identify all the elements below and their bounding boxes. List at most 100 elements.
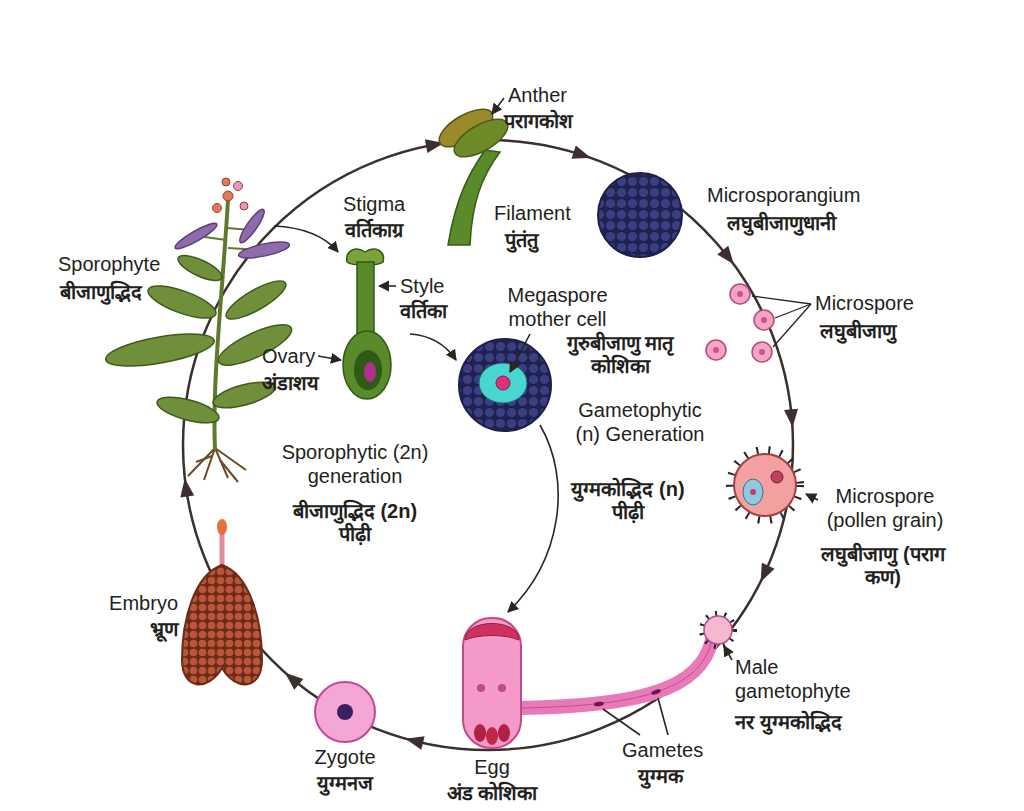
- part-label: नर युग्मकोद्भिद: [735, 711, 842, 734]
- part-label: बीजाणुद्भिद: [60, 281, 142, 304]
- text-slot: बीजाणुद्भिद (2n) पीढ़ी: [280, 500, 430, 546]
- label-slot: Embryo: [103, 591, 178, 615]
- egg-apparatus-cell: [498, 724, 510, 742]
- part-label: युग्मनज: [295, 772, 395, 795]
- plant-leaves: [104, 251, 297, 428]
- microspore-cell: [752, 342, 772, 362]
- leaf: [222, 274, 291, 325]
- cycle-arrowhead: [784, 409, 800, 428]
- part-label: Male gametophyte: [735, 655, 867, 703]
- label-slot: वर्तिकाग्र: [345, 219, 403, 242]
- style-shape: [357, 262, 374, 334]
- cycle-arrow: [410, 334, 456, 360]
- part-label: Anther: [508, 83, 567, 107]
- part-label: पुंतंतु: [505, 229, 538, 252]
- label-slot: पुंतंतु: [505, 229, 538, 252]
- seed-pod: [236, 207, 267, 246]
- seed-pod: [237, 239, 290, 262]
- label-slot: Megaspore mother cell: [495, 283, 620, 331]
- generation-label: बीजाणुद्भिद (2n) पीढ़ी: [280, 500, 430, 546]
- pollen-grain-figure: [730, 450, 800, 520]
- label-slot: Microsporangium: [707, 183, 860, 207]
- flower: [223, 191, 233, 201]
- cycle-arrowhead: [754, 563, 774, 585]
- polar-nucleus: [477, 684, 485, 692]
- ovule: [364, 362, 376, 382]
- megaspore-mother-cell-figure: [459, 339, 551, 431]
- zygote-nucleus: [337, 704, 353, 720]
- label-slot: Filament: [494, 201, 571, 225]
- part-label: Megaspore mother cell: [495, 283, 620, 331]
- part-label: Filament: [494, 201, 571, 225]
- generation-label: Gametophytic (n) Generation: [575, 398, 705, 446]
- part-label: लघुबीजाणु (पराग कण): [813, 543, 953, 589]
- suspensor-tip: [217, 519, 227, 535]
- label-slot: परागकोश: [504, 110, 573, 133]
- label-slot: युग्मनज: [295, 772, 395, 795]
- part-label: परागकोश: [504, 110, 573, 133]
- text-slot: Sporophytic (2n) generation: [280, 440, 430, 488]
- label-slot: गुरुबीजाणु मातृ कोशिका: [555, 332, 685, 378]
- part-label: Embryo: [103, 591, 178, 615]
- generation-label: युग्मकोद्भिद (n) पीढ़ी: [558, 478, 698, 524]
- label-slot: Male gametophyte: [735, 655, 867, 703]
- cell-nucleus: [750, 489, 756, 495]
- part-label: Microspore: [815, 291, 914, 315]
- leader-arrow: [806, 494, 818, 500]
- leader-arrow: [510, 334, 530, 372]
- cycle-ring: [183, 140, 793, 750]
- part-label: वर्तिकाग्र: [345, 219, 403, 242]
- part-label: युग्मक: [638, 765, 683, 788]
- label-slot: Microspore: [815, 291, 914, 315]
- mother-cell: [479, 363, 527, 403]
- label-slot: अंड कोशिका: [442, 782, 542, 805]
- leaf: [175, 251, 225, 286]
- cycle-arrowhead: [717, 246, 739, 269]
- pollen-tube: [520, 640, 712, 708]
- microspore-nucleus: [759, 349, 765, 355]
- part-label: भ्रूण: [103, 618, 178, 641]
- label-slot: अंडाशय: [262, 372, 319, 395]
- vegetative-cell: [743, 479, 763, 505]
- gamete-mark: [594, 701, 605, 707]
- cycle-arrowhead: [404, 732, 425, 750]
- text-slot: Gametophytic (n) Generation: [575, 398, 705, 446]
- zygote-figure: [315, 682, 375, 742]
- region-fill: [183, 140, 793, 750]
- root: [215, 448, 246, 470]
- anther-lobe: [449, 112, 514, 165]
- male-gametophyte-figure: [520, 614, 734, 708]
- egg-apparatus-cell: [474, 724, 486, 742]
- pistil: [343, 249, 391, 399]
- ovule-cap: [465, 624, 519, 641]
- cycle-arrowhead: [281, 667, 304, 689]
- pollen-wall: [734, 454, 796, 516]
- flower: [222, 178, 230, 186]
- part-label: लघुबीजाणुधानी: [727, 212, 836, 235]
- pollen-spines: [702, 614, 734, 646]
- microspore-nucleus: [713, 347, 719, 353]
- label-slot: Anther: [508, 83, 567, 107]
- generative-cell: [771, 471, 783, 483]
- microspore-leaders: [752, 296, 811, 347]
- label-slot: Gametes: [622, 738, 703, 762]
- label-slot: नर युग्मकोद्भिद: [735, 711, 842, 734]
- leader-arrow: [379, 285, 396, 287]
- flower: [213, 204, 222, 213]
- leader-line: [752, 296, 811, 304]
- plant-flowers: [213, 178, 249, 213]
- part-label: गुरुबीजाणु मातृ कोशिका: [555, 332, 685, 378]
- plant-roots: [188, 448, 246, 482]
- mother-cell-nucleus: [496, 376, 510, 390]
- pollen-tube-core: [520, 640, 712, 708]
- label-slot: Style: [400, 274, 444, 298]
- seed-pods: [173, 207, 291, 262]
- ovary-shape: [343, 331, 391, 399]
- part-label: Sporophyte: [58, 252, 160, 276]
- cycle-arrow: [274, 226, 338, 252]
- label-slot: भ्रूण: [103, 618, 178, 641]
- leader-arrow: [318, 356, 341, 360]
- seed-pod: [173, 220, 220, 253]
- nucellus: [459, 339, 551, 431]
- part-label: Microsporangium: [707, 183, 860, 207]
